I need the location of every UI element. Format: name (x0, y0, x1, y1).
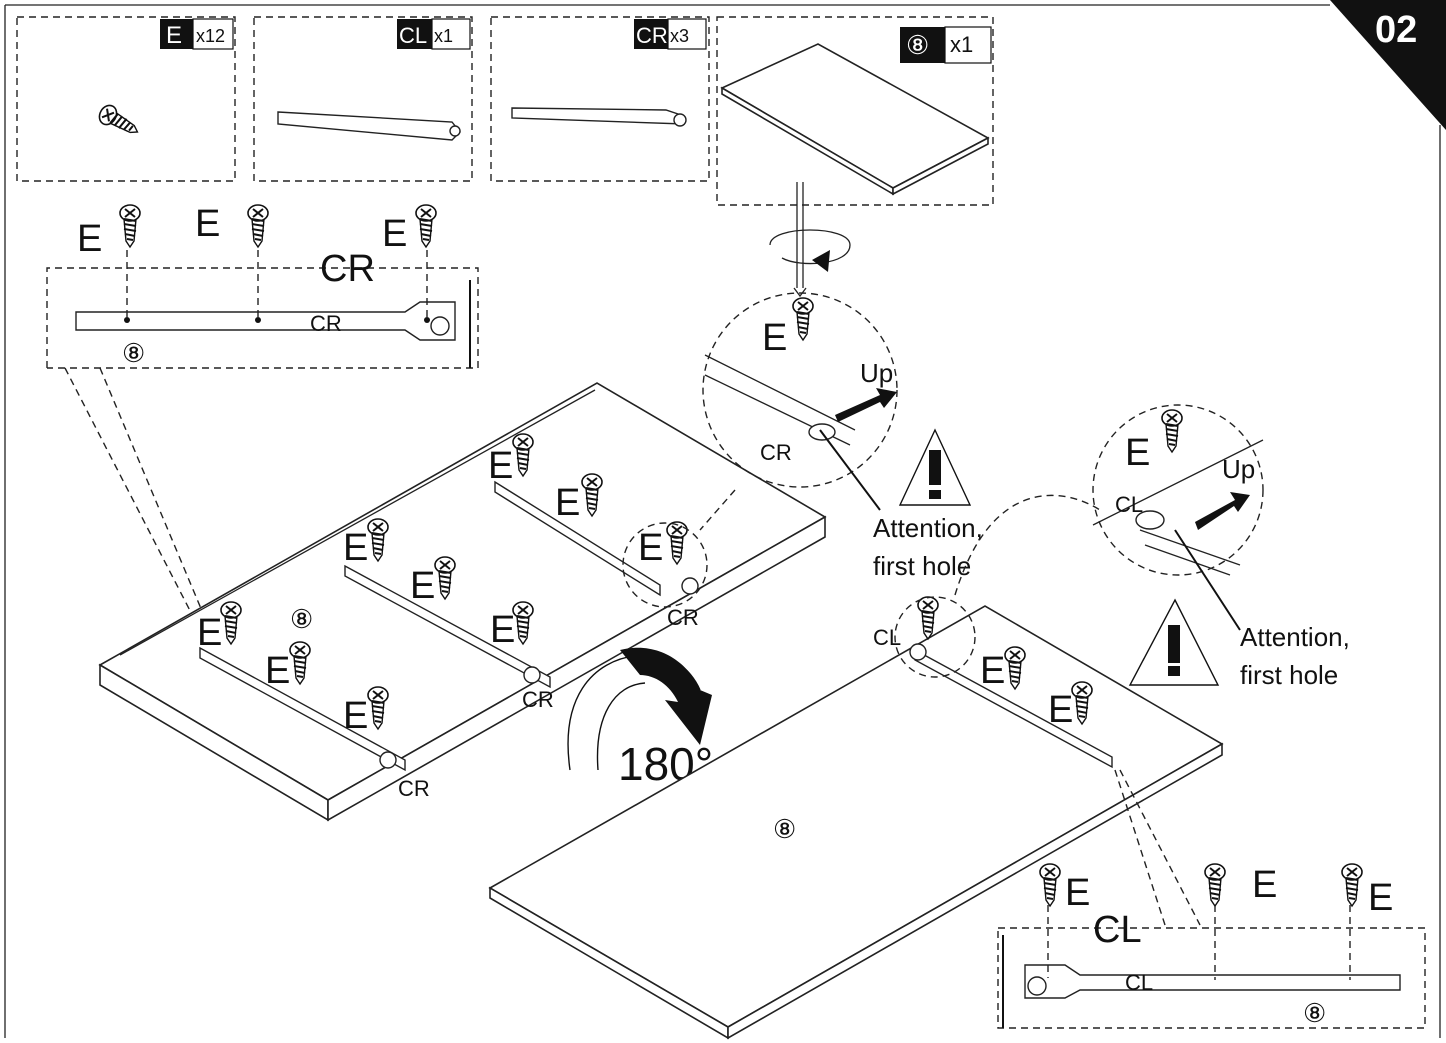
rail-cr-label: CR (398, 776, 430, 801)
rail-cl-icon (277, 111, 461, 141)
part-cl-code: CL (399, 23, 427, 48)
rail-cr-label: CR (310, 311, 342, 336)
attention-text: Attention, (1240, 622, 1350, 652)
part-cl-qty: x1 (434, 26, 453, 46)
screw-label: E (488, 445, 513, 487)
rail-cr-label: CR (320, 248, 375, 290)
up-label: Up (1222, 454, 1255, 484)
panel-label: ⑧ (773, 814, 796, 844)
screw-label: E (1048, 689, 1073, 731)
panel-label: ⑧ (122, 338, 145, 368)
screw-label: E (197, 612, 222, 654)
part-e-box: E x12 (16, 16, 236, 182)
rail-cr-label: CR (760, 440, 792, 465)
screw-label: E (1368, 877, 1393, 919)
screw-label: E (343, 527, 368, 569)
screw-icon (247, 204, 269, 248)
part-cl-box: CL x1 (253, 16, 473, 182)
screw-label: E (638, 527, 663, 569)
screw-label: E (77, 218, 102, 260)
panel-label: ⑧ (1303, 998, 1326, 1028)
panel-icon (720, 43, 990, 196)
rail-cl-label: CL (1115, 492, 1143, 517)
attention-warning-cl: Attention, first hole (1128, 598, 1350, 690)
parts-list: E x12 CL x1 CR x3 (16, 16, 994, 206)
part-panel-box: ⑧ x1 (716, 16, 994, 206)
rail-cr-label: CR (522, 687, 554, 712)
attention-text: Attention, (873, 513, 983, 543)
screw-label: E (1252, 864, 1277, 906)
part-cr-box: CR x3 (490, 16, 710, 182)
rail-cl-label: CL (1093, 909, 1142, 951)
screw-label: E (762, 317, 787, 359)
screw-label: E (410, 565, 435, 607)
screw-label: E (382, 213, 407, 255)
rail-cl-label: CL (873, 625, 901, 650)
up-label: Up (860, 358, 893, 388)
rotate-arrow: 180° (567, 647, 713, 790)
attention-text: first hole (873, 551, 971, 581)
panel-label: ⑧ (290, 604, 313, 634)
screw-icon (415, 204, 437, 248)
cr-first-hole-zoom: E CR Up (699, 182, 898, 531)
part-panel-code: ⑧ (906, 30, 929, 60)
cl-first-hole-zoom: E CL Up (1092, 404, 1264, 631)
screw-label: E (490, 609, 515, 651)
screw-label: E (343, 695, 368, 737)
step-badge: 02 (1330, 0, 1446, 130)
screw-label: E (980, 650, 1005, 692)
screw-label: E (555, 482, 580, 524)
attention-text: first hole (1240, 660, 1338, 690)
screw-label: E (1125, 432, 1150, 474)
rail-cl-label: CL (1125, 970, 1153, 995)
rail-cr-icon (511, 107, 687, 127)
part-e-code: E (166, 22, 182, 49)
left-panel-assembly: E E E E E E E E E CR CR CR ⑧ (98, 382, 827, 822)
part-cr-code: CR (636, 23, 668, 48)
cr-rail-detail: E E E CR CR ⑧ (46, 203, 479, 631)
part-cr-qty: x3 (670, 26, 689, 46)
screw-label: E (195, 203, 220, 245)
part-e-qty: x12 (196, 26, 225, 46)
screw-label: E (265, 650, 290, 692)
step-number: 02 (1375, 9, 1417, 51)
part-panel-qty: x1 (950, 32, 973, 57)
attention-warning-cr: Attention, first hole (873, 428, 1101, 596)
screw-icon (119, 204, 141, 248)
right-panel-assembly: CL E E ⑧ (488, 596, 1224, 1040)
rail-cr-label: CR (667, 605, 699, 630)
screw-label: E (1065, 872, 1090, 914)
cl-rail-detail: E E E CL CL ⑧ (997, 863, 1426, 1029)
screw-icon (95, 101, 144, 142)
